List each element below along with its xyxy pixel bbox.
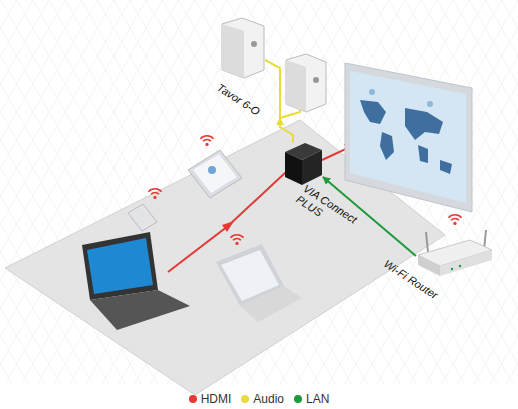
router-led [459, 265, 461, 267]
laptop-screen [82, 232, 158, 300]
map-marker [369, 89, 375, 95]
device-side [302, 150, 322, 185]
wifi-icon [200, 136, 213, 146]
legend-text: Audio [253, 392, 284, 406]
legend-item: LAN [294, 392, 329, 406]
speaker-group: Tavor 6-O [215, 15, 330, 118]
display-screen [350, 71, 466, 203]
wifi-icon [448, 215, 461, 225]
legend-text: HDMI [201, 392, 232, 406]
device-side [285, 152, 302, 185]
speaker-logo [251, 41, 257, 47]
world-map [360, 100, 452, 174]
map-marker [427, 101, 433, 107]
laptop-display [87, 238, 153, 294]
legend-swatch [294, 395, 302, 403]
legend: HDMI Audio LAN [0, 390, 518, 408]
phone [128, 204, 157, 231]
audio-wire [265, 60, 280, 118]
router-front [440, 250, 492, 276]
router-antenna [426, 232, 428, 252]
legend-swatch [241, 395, 249, 403]
legend-item: Audio [241, 392, 284, 406]
audio-connector [280, 118, 293, 143]
legend-text: LAN [306, 392, 329, 406]
laptop-base [90, 290, 190, 330]
wifi-icon [148, 189, 161, 199]
legend-item: HDMI [189, 392, 232, 406]
device-box: VIA Connect PLUS [283, 141, 325, 187]
speaker [286, 54, 326, 112]
laptop-base [240, 286, 302, 322]
router-front [418, 255, 440, 276]
tablet [188, 150, 242, 198]
router-box: Wi-Fi Router [414, 226, 496, 282]
wifi-icon [230, 235, 243, 245]
router-led [451, 268, 453, 270]
tablet-screen [193, 154, 237, 193]
display-frame [345, 63, 472, 212]
legend-swatch [189, 395, 197, 403]
hdmi-arrow [222, 221, 234, 232]
speaker [222, 18, 264, 78]
speaker-logo [313, 77, 319, 83]
speaker-side [222, 24, 244, 78]
tablet-icon [208, 166, 216, 174]
speaker-side [286, 60, 306, 112]
